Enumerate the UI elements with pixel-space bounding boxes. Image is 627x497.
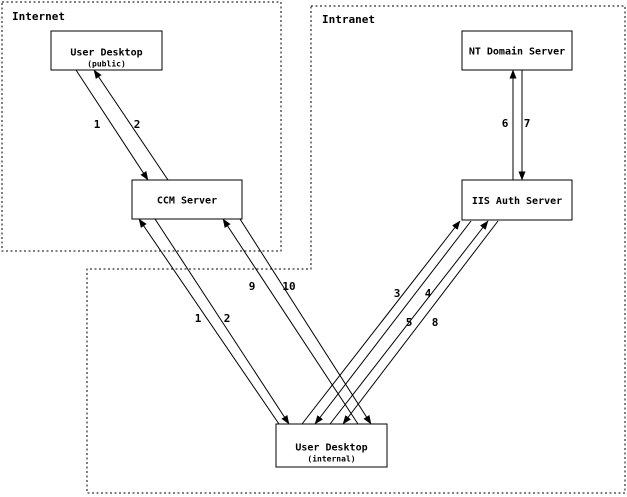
edge-step-label-5: 5 xyxy=(406,316,413,329)
node-nt-domain-server xyxy=(461,30,573,71)
edge-user-desktop-public-to-ccm-server-step-1 xyxy=(75,69,149,181)
edge-step-label-9: 9 xyxy=(249,280,256,293)
intranet-zone-label: Intranet xyxy=(322,13,375,26)
edge-iis-auth-server-to-user-desktop-internal-step-8 xyxy=(342,220,499,425)
edge-step-label-7: 7 xyxy=(524,117,531,130)
edge-step-label-6: 6 xyxy=(502,117,509,130)
edge-ccm-server-to-user-desktop-public-step-2 xyxy=(93,69,169,181)
edge-iis-auth-server-to-user-desktop-internal-step-4 xyxy=(314,220,472,425)
intranet-zone-border xyxy=(86,5,626,494)
node-ccm-server-label: CCM Server xyxy=(157,196,217,207)
node-user-desktop-public-label: User Desktop xyxy=(70,48,142,59)
node-user-desktop-public-sublabel: (public) xyxy=(87,59,126,69)
node-iis-auth-server-label: IIS Auth Server xyxy=(472,196,562,207)
edge-step-label-3: 3 xyxy=(394,287,401,300)
edge-ccm-server-to-user-desktop-internal-step-2 xyxy=(154,218,290,425)
internet-zone-label: Internet xyxy=(12,10,65,23)
node-iis-auth-server xyxy=(461,179,573,221)
node-user-desktop-internal-sublabel: (internal) xyxy=(307,454,355,464)
node-user-desktop-public xyxy=(50,30,163,71)
node-user-desktop-internal-label: User Desktop xyxy=(295,443,367,454)
edge-step-label-1: 1 xyxy=(94,118,101,131)
internet-zone-border xyxy=(1,1,282,252)
edge-step-label-2: 2 xyxy=(134,118,141,131)
node-nt-domain-server-label: NT Domain Server xyxy=(469,46,565,58)
edge-step-label-2: 2 xyxy=(224,312,231,325)
node-ccm-server xyxy=(131,179,243,220)
edge-step-label-1: 1 xyxy=(195,312,202,325)
edge-user-desktop-internal-to-ccm-server-step-1 xyxy=(138,218,280,425)
edge-step-label-10: 10 xyxy=(282,280,295,293)
edge-user-desktop-internal-to-ccm-server-step-9 xyxy=(222,218,359,425)
edge-ccm-server-to-user-desktop-internal-step-10 xyxy=(239,218,372,425)
edge-step-label-8: 8 xyxy=(432,316,439,329)
edge-user-desktop-internal-to-iis-auth-server-step-3 xyxy=(301,220,461,425)
edge-step-label-4: 4 xyxy=(425,287,432,300)
edge-user-desktop-internal-to-iis-auth-server-step-5 xyxy=(329,220,489,425)
node-user-desktop-internal xyxy=(275,423,388,468)
